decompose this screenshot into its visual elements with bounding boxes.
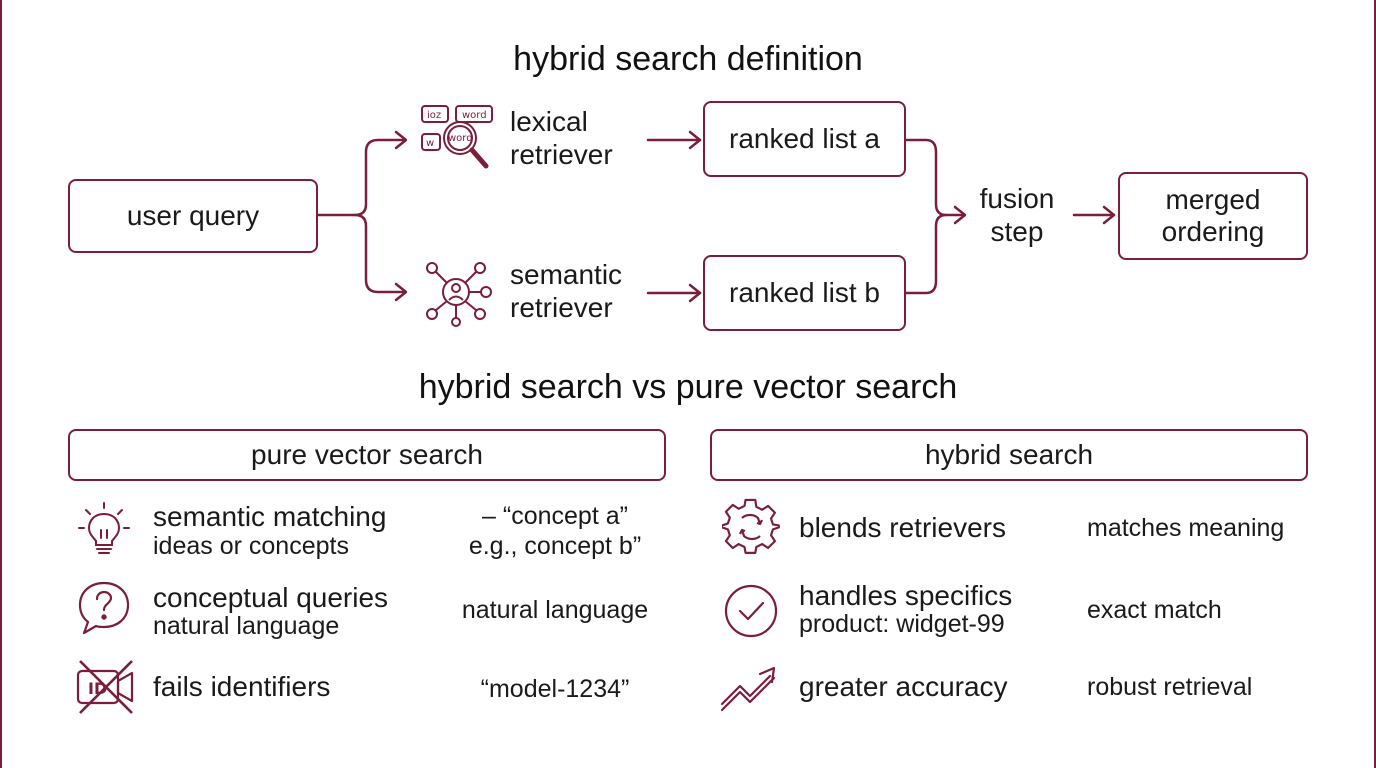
merged-label-line2: ordering	[1161, 216, 1265, 247]
icon-tag-w: w	[426, 138, 434, 149]
pure-vector-header: pure vector search	[68, 429, 666, 481]
id-icon-text: ID	[88, 679, 107, 698]
pure-row1-main: semantic matching	[153, 501, 387, 532]
merged-label-line1: merged	[1165, 183, 1261, 215]
user-query-label: user query	[126, 199, 260, 231]
hybrid-row2-sub: product: widget-99	[799, 610, 1005, 638]
left-border	[0, 0, 2, 768]
diagram-title: hybrid search definition	[513, 40, 863, 78]
arrow-head	[688, 283, 702, 303]
query-connector	[316, 138, 407, 217]
right-border	[1374, 0, 1376, 768]
trend-up-icon	[720, 666, 776, 712]
hybrid-row3-main: greater accuracy	[799, 671, 1008, 702]
icon-tag-word-center: word	[448, 133, 473, 144]
check-circle-icon	[724, 584, 778, 638]
magnifier-words-icon: ioz word word w	[421, 105, 493, 169]
ranked-list-b-label: ranked list b	[729, 276, 880, 308]
pure-row2-note: natural language	[461, 596, 649, 624]
list-a-to-fusion	[904, 138, 966, 217]
hybrid-row2-main: handles specifics	[799, 580, 1013, 611]
comparison-title: hybrid search vs pure vector search	[418, 368, 958, 406]
pure-vector-header-label: pure vector search	[251, 438, 483, 470]
pure-row1-note-line1: – “concept a”	[482, 502, 628, 530]
arrow-head	[953, 205, 967, 225]
fusion-label-line1: fusion	[979, 183, 1055, 214]
pure-row1-note-line2: e.g., concept b”	[468, 532, 642, 560]
arrow-head	[394, 130, 408, 150]
hybrid-row1-main: blends retrievers	[799, 512, 1006, 543]
network-icon	[426, 262, 492, 327]
fusion-label-line2: step	[990, 216, 1044, 247]
list-b-to-fusion	[904, 213, 948, 295]
id-crossed-icon: ID	[76, 660, 134, 714]
arrow-head	[1102, 205, 1116, 225]
semantic-label-line1: semantic	[510, 259, 623, 290]
merged-ordering-box: merged ordering	[1118, 172, 1308, 260]
lexical-label-line2: retriever	[510, 139, 613, 170]
semantic-label-line2: retriever	[510, 292, 613, 323]
pure-row2-main: conceptual queries	[153, 582, 389, 613]
question-bubble-icon	[78, 581, 130, 635]
icon-tag-ioz: ioz	[427, 110, 441, 121]
hybrid-header: hybrid search	[710, 429, 1308, 481]
pure-row2-sub: natural language	[153, 612, 340, 640]
hybrid-header-label: hybrid search	[924, 438, 1094, 470]
icon-tag-word: word	[462, 110, 487, 121]
user-query-box: user query	[68, 179, 318, 253]
ranked-list-a-box: ranked list a	[703, 101, 906, 177]
query-connector-lower	[353, 213, 407, 294]
lexical-label-line1: lexical	[510, 106, 588, 137]
pure-row1-sub: ideas or concepts	[153, 532, 349, 560]
arrow-head	[394, 282, 408, 302]
hybrid-row2-note: exact match	[1087, 596, 1222, 624]
gear-blend-icon	[722, 498, 780, 554]
pure-row3-main: fails identifiers	[153, 671, 331, 702]
ranked-list-a-label: ranked list a	[729, 122, 880, 154]
lightbulb-icon	[78, 502, 130, 554]
hybrid-row1-note: matches meaning	[1087, 514, 1285, 542]
pure-row3-note: “model-1234”	[480, 675, 630, 703]
hybrid-row3-note: robust retrieval	[1087, 673, 1253, 701]
arrow-head	[688, 130, 702, 150]
ranked-list-b-box: ranked list b	[703, 255, 906, 331]
